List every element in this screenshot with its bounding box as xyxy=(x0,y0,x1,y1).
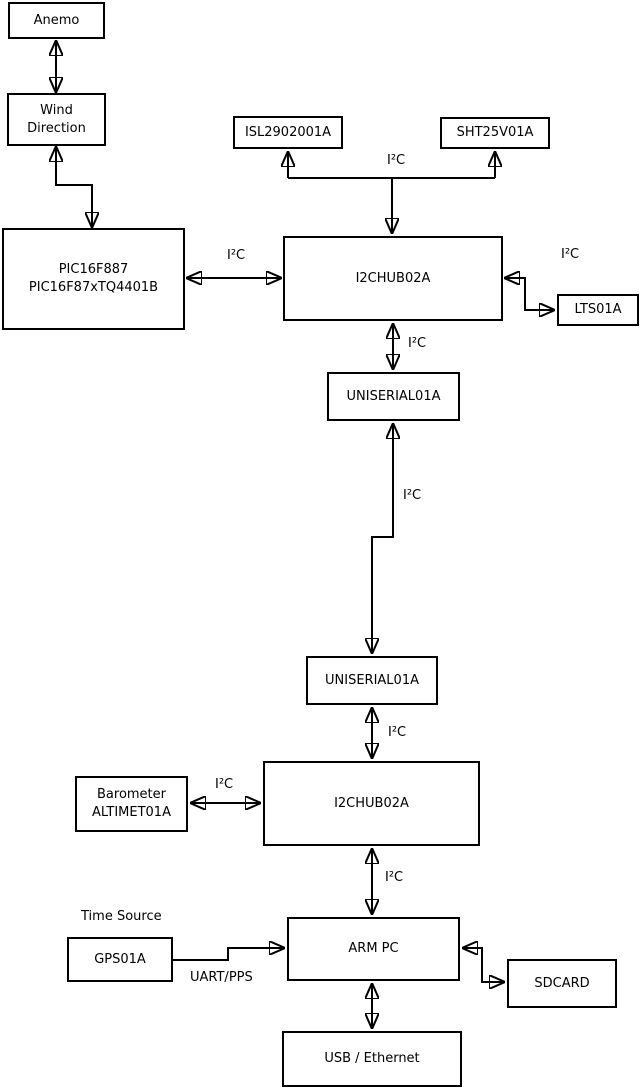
i2c-uniserial2-hub2-label: I²C xyxy=(388,725,407,740)
gps-label: GPS01A xyxy=(94,951,146,967)
edge-arm-pc-sdcard xyxy=(463,948,504,982)
arm-pc-box: ARM PC xyxy=(287,917,460,981)
time-source-label: Time Source xyxy=(81,909,162,924)
uniserial2-box: UNISERIAL01A xyxy=(306,656,438,705)
edge-hub1-lts xyxy=(505,278,554,310)
pic-label-line1: PIC16F887 xyxy=(58,262,129,277)
lts-box: LTS01A xyxy=(557,294,639,326)
uniserial1-box: UNISERIAL01A xyxy=(327,372,460,421)
edge-wind-direction-pic xyxy=(56,147,92,227)
pic-label-line2: PIC16F87xTQ4401B xyxy=(28,280,159,295)
lts-label: LTS01A xyxy=(574,302,622,317)
i2c-hub1-label: I2CHUB02A xyxy=(355,270,431,286)
sdcard-box: SDCARD xyxy=(507,959,617,1008)
gps-box: GPS01A xyxy=(67,937,173,982)
i2c-hub2-label: I2CHUB02A xyxy=(334,795,409,811)
i2c-hub1-lts-label: I²C xyxy=(561,247,580,262)
i2c-barometer-hub2-label: I²C xyxy=(215,777,234,792)
uart-pps-label: UART/PPS xyxy=(190,970,253,985)
usb-ethernet-label: USB / Ethernet xyxy=(324,1051,420,1066)
wind-direction-box: Wind Direction xyxy=(7,93,106,146)
pic-box: PIC16F887 PIC16F87xTQ4401B xyxy=(2,228,185,330)
i2c-uniserial-link-label: I²C xyxy=(403,488,422,503)
barometer-label-line2: ALTIMET01A xyxy=(92,805,171,820)
sht-label: SHT25V01A xyxy=(456,125,534,140)
wind-direction-label-line1: Wind xyxy=(40,102,73,118)
arm-pc-label: ARM PC xyxy=(348,941,399,956)
sht-box: SHT25V01A xyxy=(440,117,550,149)
edge-uniserial1-uniserial2 xyxy=(372,424,393,653)
i2c-hub1-box: I2CHUB02A xyxy=(283,236,503,321)
barometer-label-line1: Barometer xyxy=(97,787,166,802)
barometer-box: Barometer ALTIMET01A xyxy=(75,776,188,832)
i2c-bus-label: I²C xyxy=(387,153,406,168)
usb-ethernet-box: USB / Ethernet xyxy=(282,1031,462,1087)
i2c-hub2-box: I2CHUB02A xyxy=(263,761,480,846)
uniserial1-label: UNISERIAL01A xyxy=(346,388,441,404)
wind-direction-label-line2: Direction xyxy=(27,120,86,136)
isl-label: ISL2902001A xyxy=(244,124,332,140)
anemo-label: Anemo xyxy=(33,12,80,28)
i2c-hub2-arm-label: I²C xyxy=(385,870,404,885)
uniserial2-label: UNISERIAL01A xyxy=(325,672,419,688)
isl-box: ISL2902001A xyxy=(233,116,343,149)
sdcard-label: SDCARD xyxy=(534,975,590,991)
anemo-box: Anemo xyxy=(8,2,105,39)
i2c-pic-hub1-label: I²C xyxy=(227,248,246,263)
edge-gps-arm-pc xyxy=(173,948,284,961)
i2c-hub1-uniserial1-label: I²C xyxy=(408,336,427,351)
